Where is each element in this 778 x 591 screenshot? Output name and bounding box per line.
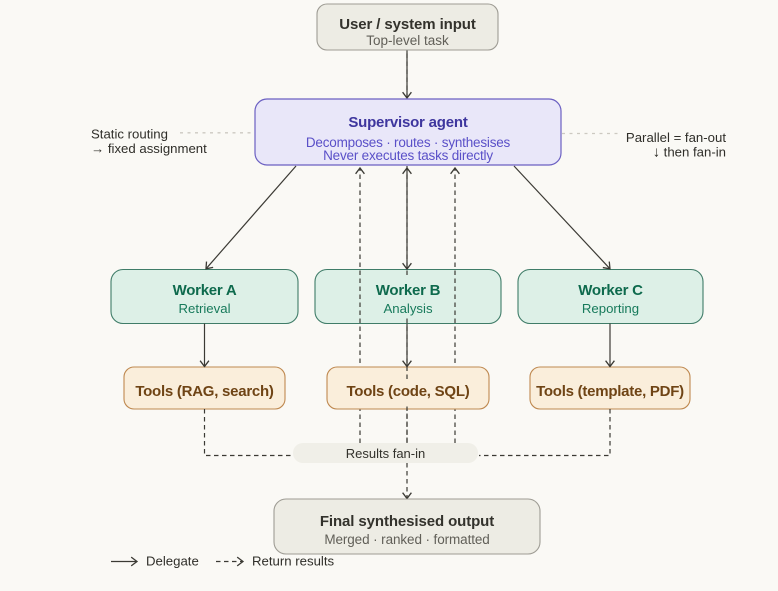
svg-text:Analysis: Analysis — [383, 301, 433, 316]
svg-text:Results fan-in: Results fan-in — [346, 446, 425, 461]
svg-text:Reporting: Reporting — [582, 301, 639, 316]
svg-text:↓ then fan-in: ↓ then fan-in — [653, 145, 726, 161]
svg-text:Tools (template, PDF): Tools (template, PDF) — [536, 383, 684, 400]
svg-text:Static routing: Static routing — [91, 127, 168, 142]
svg-text:Delegate: Delegate — [146, 554, 199, 569]
svg-text:Worker B: Worker B — [376, 282, 441, 299]
svg-text:Supervisor agent: Supervisor agent — [348, 114, 468, 131]
svg-text:Final synthesised output: Final synthesised output — [320, 513, 494, 530]
svg-text:→ fixed assignment: → fixed assignment — [91, 141, 207, 156]
svg-text:Tools (code, SQL): Tools (code, SQL) — [347, 383, 470, 400]
svg-text:Worker A: Worker A — [173, 282, 237, 299]
svg-text:Decomposes · routes · synthesi: Decomposes · routes · synthesises — [306, 135, 511, 150]
svg-text:Merged · ranked · formatted: Merged · ranked · formatted — [324, 532, 489, 547]
svg-text:Never executes tasks directly: Never executes tasks directly — [323, 148, 493, 163]
svg-text:User / system input: User / system input — [339, 16, 476, 33]
svg-text:Retrieval: Retrieval — [178, 301, 230, 316]
svg-text:Parallel = fan-out: Parallel = fan-out — [626, 130, 726, 145]
svg-text:Return results: Return results — [252, 554, 334, 569]
svg-text:Worker C: Worker C — [578, 282, 643, 299]
svg-text:Top-level task: Top-level task — [366, 33, 449, 48]
svg-text:Tools (RAG, search): Tools (RAG, search) — [135, 383, 274, 400]
